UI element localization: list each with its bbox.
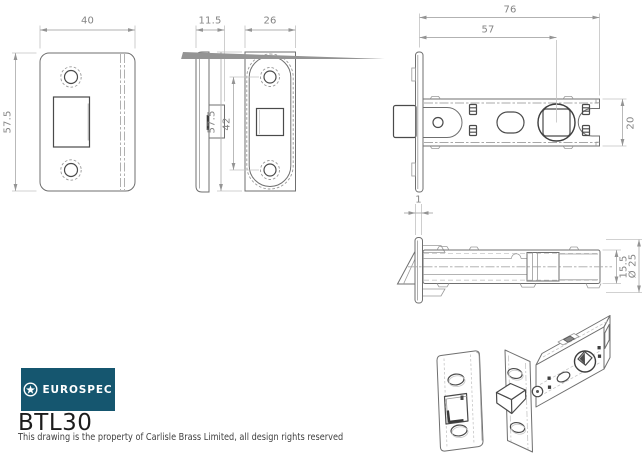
dim-strike-plate-depth: 11.5 (198, 15, 222, 27)
iso-faceplate (495, 349, 533, 453)
dim-strike-plate-width: 40 (80, 15, 95, 27)
view-isometric-exploded (436, 315, 611, 453)
view-latch-case-side (392, 13, 627, 235)
eurospec-logo: EUROSPEC (21, 368, 115, 411)
case-clips (468, 103, 591, 137)
dim-faceplate-width: 26 (263, 15, 277, 27)
faceplate-bolt-aperture (255, 107, 285, 137)
eurospec-star-icon (23, 382, 38, 397)
logo-wordmark: EUROSPEC (42, 383, 113, 396)
dim-faceplate-height: 57.5 (206, 109, 218, 134)
view-strike-plate-side (195, 25, 225, 193)
spring-box-top (526, 252, 560, 282)
faceplate-screw-hole-top (263, 70, 277, 84)
iso-clips (547, 346, 602, 389)
dim-backset: 57 (481, 24, 495, 35)
dim-tube-diameter: Ø 25 (627, 253, 638, 279)
dim-screw-hole-spacing: 42 (221, 116, 232, 131)
copyright-notice: This drawing is the property of Carlisle… (18, 432, 344, 443)
case-oval-slot (496, 111, 525, 134)
strike-screw-hole-bottom (63, 162, 79, 178)
dim-overall-length: 76 (503, 4, 517, 15)
pivot-hole (432, 116, 444, 129)
view-latch-case-top (396, 237, 642, 304)
strike-screw-hole-top (63, 69, 79, 85)
dim-strike-plate-height: 57.5 (2, 110, 13, 134)
latchbolt-side (392, 104, 417, 139)
strike-box-side (208, 104, 225, 139)
faceplate-screw-hole-bottom (263, 163, 277, 177)
iso-strike-plate (436, 350, 484, 452)
iso-spindle-follower (573, 350, 597, 373)
dim-faceplate-thickness: 1 (415, 194, 422, 205)
dim-case-height: 20 (625, 115, 636, 130)
view-strike-plate-front (12, 25, 136, 192)
iso-latchbolt-wedge (495, 382, 527, 415)
product-code: BTL30 (18, 410, 93, 436)
iso-latch-case (531, 315, 611, 408)
view-faceplate-front (181, 25, 385, 192)
latchbolt-bevel-top (396, 251, 416, 285)
strike-latch-aperture (52, 96, 91, 148)
